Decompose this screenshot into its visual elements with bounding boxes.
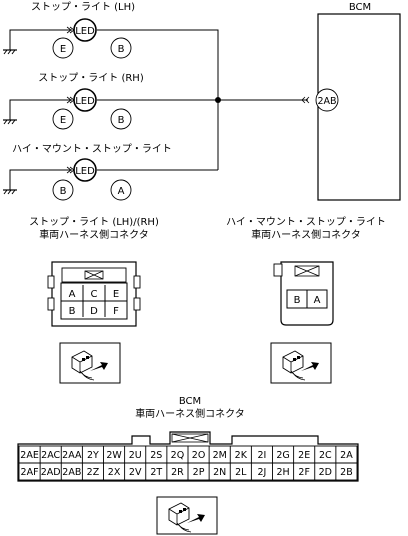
bcm-pin-2t: 2T [150,467,162,478]
bcm-pin-2ac: 2AC [41,450,60,461]
hmsl-connector-title-1: ハイ・マウント・ストップ・ライト [226,216,386,228]
bcm-pin-2o: 2O [192,450,206,461]
ground-icon [2,189,18,195]
bcm-pin-grid-lines [39,446,337,480]
stop-light-connector-section: ストップ・ライト (LH)/(RH) 車両ハーネス側コネクタ A C E B D… [29,216,159,384]
bcm-pin-2c: 2C [319,450,332,461]
bcm-pin-2v: 2V [129,467,142,478]
hmsl-title: ハイ・マウント・ストップ・ライト [12,143,172,155]
bcm-pin-2q: 2Q [171,450,185,461]
bcm-pin-2k: 2K [235,450,248,461]
bcm-terminal-2ab: 2AB [317,96,336,107]
bcm-unit [317,13,401,201]
hmsl-pin-b: B [60,186,67,197]
bcm-pin-2u: 2U [129,450,142,461]
hmsl-connector-pin-b: B [294,295,301,306]
ground-icon [2,49,18,55]
bcm-pin-2b: 2B [340,467,353,478]
bcm-pin-2j: 2J [258,467,267,478]
bcm-pin-2ae: 2AE [20,450,39,461]
stop-light-lh-title: ストップ・ライト (LH) [31,1,135,13]
bcm-connector-title-1: BCM [179,396,201,407]
stop-light-lh-pin-b: B [118,44,125,55]
bcm-pin-2w: 2W [106,450,122,461]
hmsl-connector-face [273,261,334,326]
bcm-pin-2g: 2G [276,450,289,461]
bcm-pin-2x: 2X [108,467,121,478]
harness-side-view-icon [156,496,218,535]
bcm-pin-2ad: 2AD [41,467,61,478]
bcm-pin-2h: 2H [276,467,289,478]
stop-light-lh-pin-e: E [60,44,66,55]
bcm-pin-2n: 2N [213,467,226,478]
stop-connector-title-2: 車両ハーネス側コネクタ [39,228,149,241]
bcm-pin-2l: 2L [235,467,247,478]
bcm-connector-face [17,431,359,482]
bcm-pin-2y: 2Y [87,450,99,461]
bcm-pin-2d: 2D [319,467,332,478]
bcm-pin-2z: 2Z [87,467,100,478]
stop-pin-e: E [113,289,119,300]
bcm-pin-2m: 2M [213,450,227,461]
bcm-pin-2ab: 2AB [62,467,81,478]
bcm-pin-2af: 2AF [21,467,39,478]
stop-pin-b: B [69,306,76,317]
bcm-pin-2p: 2P [193,467,205,478]
stop-pin-c: C [91,289,98,300]
stop-light-lh-led [73,18,97,42]
bcm-pin-2aa: 2AA [62,450,82,461]
hmsl-connector-section: ハイ・マウント・ストップ・ライト 車両ハーネス側コネクタ B A [226,216,386,384]
stop-light-rh-pin-e: E [60,115,66,126]
wiring-section: ストップ・ライト (LH) E B ストップ・ライト (RH) E B ハイ・マ… [2,1,401,201]
stop-pin-a: A [69,289,76,300]
bcm-pin-2e: 2E [298,450,310,461]
stop-connector-title-1: ストップ・ライト (LH)/(RH) [29,216,159,228]
stop-light-rh-led [73,88,97,112]
hmsl-connector-pin-a: A [314,295,321,306]
splice-point [215,97,221,103]
stop-connector-face [47,261,141,327]
bcm-pin-2a: 2A [340,450,353,461]
harness-side-view-icon [59,342,121,384]
bcm-pin-2f: 2F [298,467,310,478]
stop-light-rh-title: ストップ・ライト (RH) [38,72,144,84]
bcm-title: BCM [349,2,371,13]
bcm-pin-2s: 2S [150,450,162,461]
bcm-connector-title-2: 車両ハーネス側コネクタ [135,407,245,420]
hmsl-pin-a: A [118,186,125,197]
harness-side-view-icon [270,342,332,384]
stop-pin-d: D [90,306,98,317]
hmsl-led [73,158,97,182]
bcm-pin-2i: 2I [258,450,267,461]
bcm-pin-2r: 2R [171,467,184,478]
stop-light-rh-pin-b: B [118,115,125,126]
hmsl-connector-title-2: 車両ハーネス側コネクタ [251,228,361,241]
stop-pin-f: F [113,306,119,317]
ground-icon [2,119,18,125]
